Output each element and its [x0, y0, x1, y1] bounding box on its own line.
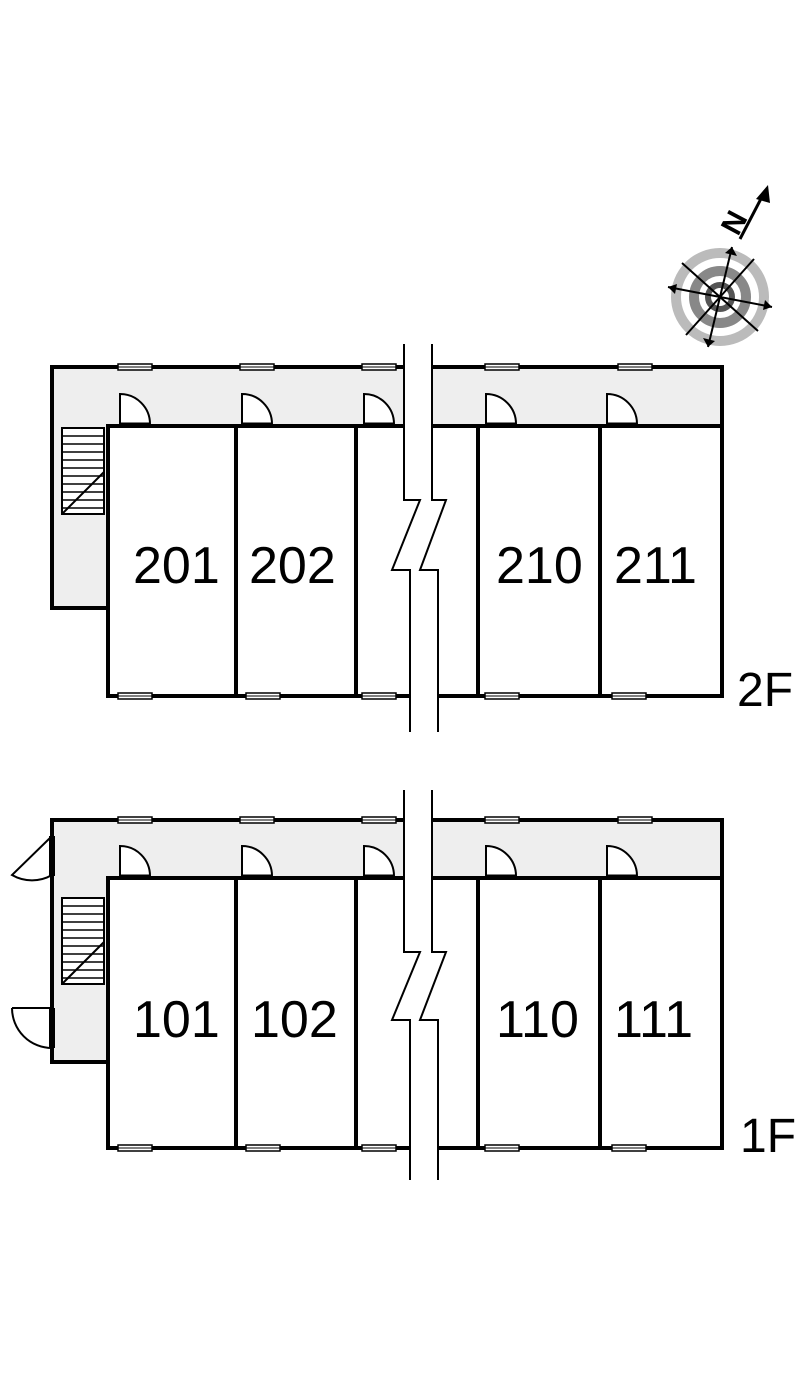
- unit-label: 102: [251, 991, 338, 1049]
- unit-label: 201: [133, 537, 220, 595]
- unit-110: [476, 876, 602, 1150]
- floor-label: 2F: [737, 664, 793, 717]
- compass-north-label: N: [715, 206, 754, 241]
- break-line-2f: [392, 344, 446, 732]
- floor-label: 1F: [740, 1110, 796, 1163]
- unit-211: [598, 424, 724, 698]
- stairs-icon: [61, 897, 105, 985]
- floor-1f: 101 102 110 111 1F: [10, 790, 796, 1180]
- unit-202: [234, 424, 358, 698]
- unit-label: 101: [133, 991, 220, 1049]
- unit-102: [234, 876, 358, 1150]
- unit-111: [598, 876, 724, 1150]
- compass-rose-icon: N: [667, 185, 773, 348]
- unit-label: 111: [614, 991, 693, 1049]
- unit-210: [476, 424, 602, 698]
- entrance-door-icon: [10, 833, 55, 882]
- unit-101: [106, 876, 238, 1150]
- unit-label: 210: [496, 537, 583, 595]
- unit-label: 211: [614, 537, 697, 595]
- stairs-icon: [61, 427, 105, 515]
- floor-2f: 201 202 210 211 2F: [50, 344, 793, 732]
- unit-label: 110: [496, 991, 579, 1049]
- unit-label: 202: [249, 537, 336, 595]
- entrance-door-icon: [11, 1002, 55, 1049]
- break-line-1f: [392, 790, 446, 1180]
